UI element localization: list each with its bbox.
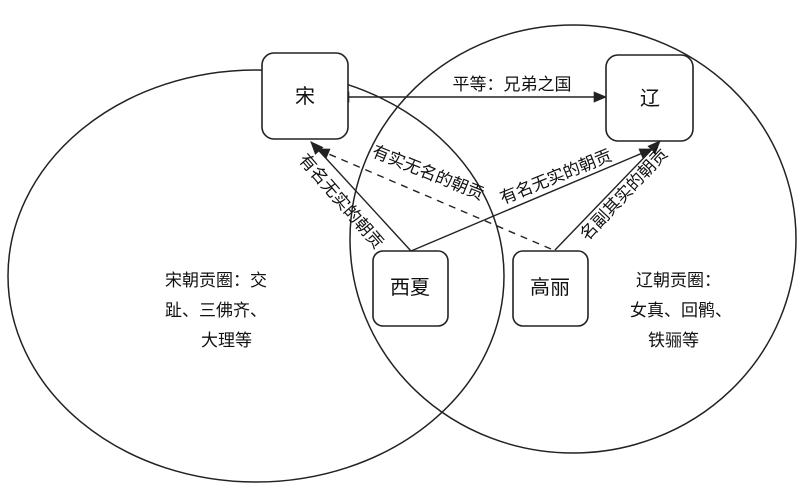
goryeo-song-relation-label: 有实无名的朝贡 xyxy=(369,142,487,205)
xixia-to-liao-tribute-arrow xyxy=(410,148,654,252)
xixia-node-label: 西夏 xyxy=(390,275,430,299)
liao-region-line-2: 女真、回鹘、 xyxy=(630,301,732,321)
liao-node: 辽 xyxy=(605,54,694,142)
song-region-line-2: 趾、三佛齐、 xyxy=(165,301,267,321)
goryeo-to-song-tribute-arrow xyxy=(315,148,552,250)
xixia-liao-relation-label: 有名无实的朝贡 xyxy=(497,146,615,209)
goryeo-to-liao-tribute-arrow xyxy=(554,140,661,251)
goryeo-node-label: 高丽 xyxy=(530,275,570,299)
liao-region-line-3: 铁骊等 xyxy=(648,331,699,351)
liao-node-label: 辽 xyxy=(640,86,660,110)
liao-tributary-circle xyxy=(349,24,797,454)
goryeo-node: 高丽 xyxy=(512,250,589,327)
song-node: 宋 xyxy=(261,52,349,140)
xixia-song-relation-label: 有名无实的朝贡 xyxy=(294,150,387,253)
song-node-label: 宋 xyxy=(295,84,315,108)
xixia-to-song-tribute-arrow xyxy=(310,141,412,252)
xixia-node: 西夏 xyxy=(372,250,449,327)
song-liao-relation-label: 平等：兄弟之国 xyxy=(453,75,572,95)
song-tributary-circle-label: 宋朝贡圈：交 趾、三佛齐、 大理等 xyxy=(165,271,267,351)
song-region-line-1: 宋朝贡圈：交 xyxy=(165,271,267,291)
song-tributary-circle xyxy=(7,69,505,483)
song-region-line-3: 大理等 xyxy=(201,331,252,351)
liao-region-line-1: 辽朝贡圈： xyxy=(636,271,721,291)
liao-tributary-circle-label: 辽朝贡圈： 女真、回鹘、 铁骊等 xyxy=(630,271,732,351)
